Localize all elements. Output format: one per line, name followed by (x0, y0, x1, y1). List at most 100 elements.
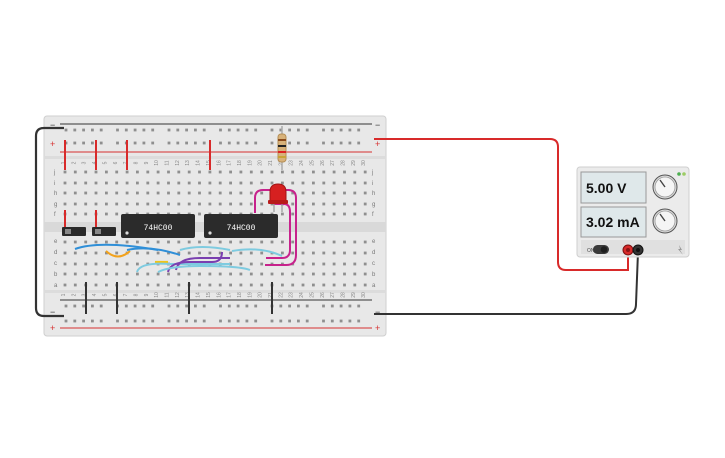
breadboard-hole[interactable] (177, 170, 181, 174)
supply-negative-wire[interactable] (374, 251, 639, 315)
breadboard-hole[interactable] (332, 181, 336, 185)
breadboard-hole[interactable] (202, 304, 206, 308)
breadboard-hole[interactable] (63, 262, 67, 266)
breadboard-hole[interactable] (229, 262, 232, 266)
breadboard-hole[interactable] (84, 212, 88, 216)
breadboard-hole[interactable] (254, 304, 258, 308)
power-jumpers[interactable] (64, 140, 211, 230)
breadboard-hole[interactable] (330, 128, 334, 132)
led-red[interactable] (268, 183, 288, 212)
breadboard-hole[interactable] (208, 181, 212, 185)
breadboard-hole[interactable] (218, 240, 222, 244)
breadboard-hole[interactable] (291, 272, 295, 276)
breadboard-hole[interactable] (305, 304, 309, 308)
breadboard-hole[interactable] (115, 212, 119, 216)
breadboard-hole[interactable] (239, 262, 243, 266)
breadboard-hole[interactable] (177, 272, 181, 276)
breadboard-hole[interactable] (198, 272, 201, 276)
breadboard-hole[interactable] (176, 128, 180, 132)
cyan-wire[interactable] (179, 246, 231, 251)
breadboard-hole[interactable] (136, 251, 139, 255)
breadboard-hole[interactable] (229, 202, 232, 206)
breadboard-hole[interactable] (322, 240, 326, 244)
breadboard-hole[interactable] (198, 202, 201, 206)
breadboard-hole[interactable] (167, 304, 171, 308)
breadboard-hole[interactable] (343, 181, 346, 185)
breadboard-hole[interactable] (332, 262, 336, 266)
breadboard-hole[interactable] (322, 251, 326, 255)
breadboard-hole[interactable] (82, 304, 85, 308)
breadboard-hole[interactable] (99, 141, 103, 145)
breadboard-hole[interactable] (63, 170, 67, 174)
breadboard-hole[interactable] (249, 181, 253, 185)
breadboard-hole[interactable] (84, 251, 88, 255)
breadboard-hole[interactable] (301, 262, 305, 266)
breadboard-hole[interactable] (63, 283, 67, 287)
breadboard-hole[interactable] (142, 319, 146, 323)
breadboard-hole[interactable] (249, 251, 253, 255)
breadboard-hole[interactable] (156, 191, 160, 195)
breadboard-hole[interactable] (146, 191, 150, 195)
breadboard-hole[interactable] (353, 251, 357, 255)
breadboard-hole[interactable] (249, 191, 253, 195)
breadboard-hole[interactable] (208, 251, 212, 255)
breadboard-hole[interactable] (167, 191, 170, 195)
breadboard-hole[interactable] (218, 283, 222, 287)
breadboard-hole[interactable] (236, 304, 240, 308)
breadboard-hole[interactable] (339, 141, 343, 145)
breadboard-hole[interactable] (94, 191, 98, 195)
breadboard-hole[interactable] (99, 319, 103, 323)
breadboard-hole[interactable] (322, 141, 325, 145)
breadboard-hole[interactable] (124, 319, 128, 323)
breadboard-hole[interactable] (297, 128, 300, 132)
magenta-wire[interactable] (254, 189, 297, 266)
breadboard-hole[interactable] (249, 202, 253, 206)
breadboard-hole[interactable] (94, 272, 98, 276)
breadboard-hole[interactable] (260, 272, 264, 276)
breadboard-hole[interactable] (198, 170, 201, 174)
breadboard-hole[interactable] (301, 212, 305, 216)
breadboard-hole[interactable] (198, 191, 201, 195)
breadboard-hole[interactable] (322, 181, 326, 185)
breadboard-hole[interactable] (322, 128, 325, 132)
breadboard-hole[interactable] (353, 272, 357, 276)
breadboard-hole[interactable] (105, 272, 108, 276)
breadboard-hole[interactable] (94, 240, 98, 244)
breadboard-hole[interactable] (219, 141, 222, 145)
breadboard-hole[interactable] (279, 319, 283, 323)
breadboard-hole[interactable] (281, 240, 284, 244)
breadboard-hole[interactable] (236, 319, 240, 323)
breadboard-hole[interactable] (245, 141, 249, 145)
breadboard-hole[interactable] (348, 128, 352, 132)
breadboard-hole[interactable] (357, 319, 361, 323)
breadboard-hole[interactable] (198, 181, 201, 185)
breadboard-hole[interactable] (125, 262, 129, 266)
breadboard-hole[interactable] (301, 170, 305, 174)
breadboard-hole[interactable] (343, 202, 346, 206)
breadboard-hole[interactable] (330, 141, 334, 145)
breadboard-hole[interactable] (82, 141, 85, 145)
breadboard-hole[interactable] (363, 283, 367, 287)
cyan-wire[interactable] (157, 264, 251, 273)
magenta-wire[interactable] (266, 203, 291, 259)
breadboard-hole[interactable] (270, 272, 274, 276)
breadboard-hole[interactable] (322, 202, 326, 206)
breadboard-hole[interactable] (167, 251, 170, 255)
breadboard-hole[interactable] (281, 181, 284, 185)
breadboard-hole[interactable] (136, 240, 139, 244)
breadboard-hole[interactable] (281, 170, 284, 174)
breadboard-hole[interactable] (167, 240, 170, 244)
breadboard-hole[interactable] (167, 141, 171, 145)
breadboard-hole[interactable] (136, 170, 139, 174)
chip-74hc00-1[interactable]: 74HC00 (121, 214, 195, 238)
breadboard-hole[interactable] (245, 319, 249, 323)
breadboard-hole[interactable] (363, 251, 367, 255)
breadboard-hole[interactable] (73, 141, 77, 145)
breadboard-hole[interactable] (281, 251, 284, 255)
breadboard-hole[interactable] (332, 283, 336, 287)
breadboard-hole[interactable] (291, 240, 295, 244)
breadboard-hole[interactable] (125, 202, 129, 206)
breadboard-hole[interactable] (167, 272, 170, 276)
breadboard-hole[interactable] (142, 128, 146, 132)
breadboard-hole[interactable] (330, 319, 334, 323)
